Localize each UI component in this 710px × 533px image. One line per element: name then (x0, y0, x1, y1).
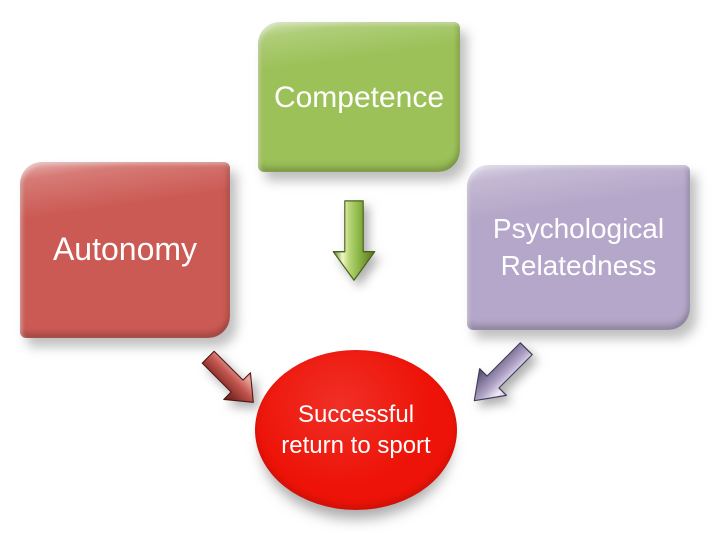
arrow-competence-to-outcome (331, 200, 377, 282)
down-arrow-icon (332, 200, 376, 281)
node-autonomy-label: Autonomy (52, 231, 198, 268)
arrow-autonomy-to-outcome (201, 347, 254, 413)
down-left-arrow-icon (473, 342, 533, 402)
arrow-relatedness-to-outcome (473, 337, 533, 413)
node-competence: Competence (258, 22, 460, 172)
node-psychological-relatedness: Psychological Relatedness (467, 165, 690, 330)
down-right-arrow-icon (201, 350, 254, 403)
node-successful-return-to-sport: Successful return to sport (255, 350, 457, 510)
node-successful-return-to-sport-label: Successful return to sport (281, 400, 431, 459)
node-autonomy: Autonomy (20, 162, 230, 338)
node-psychological-relatedness-label: Psychological Relatedness (492, 213, 665, 281)
node-competence-label: Competence (273, 80, 445, 114)
